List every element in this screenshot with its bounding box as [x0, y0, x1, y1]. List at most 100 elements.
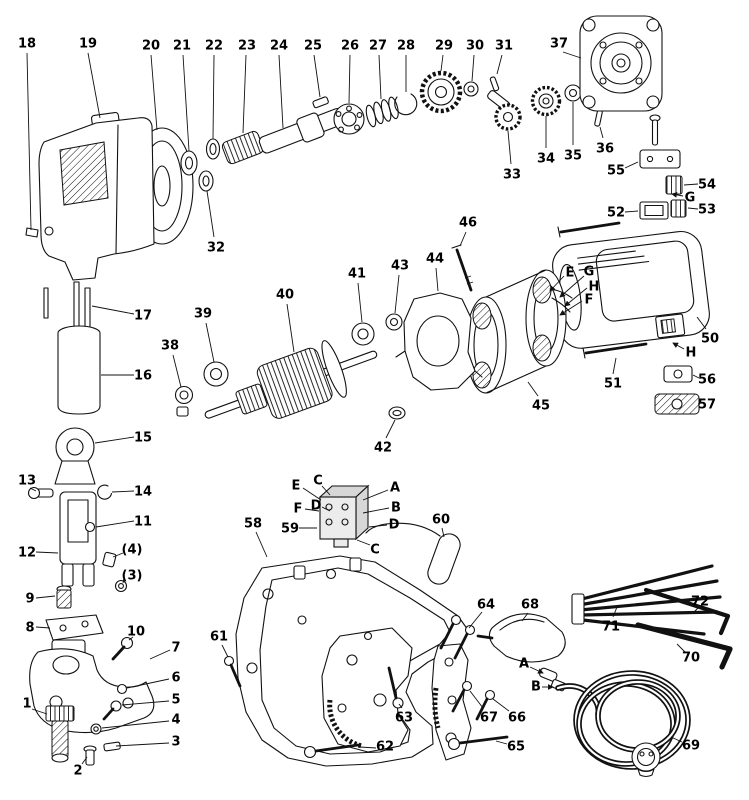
part-label-39: 39 — [194, 307, 212, 322]
leader-8 — [35, 626, 51, 629]
armature-fan — [321, 340, 347, 398]
pin-31 — [489, 76, 500, 92]
leader-E — [549, 275, 565, 292]
leader-65 — [495, 740, 508, 745]
bolt-64 — [450, 614, 462, 626]
part-label-54: 54 — [698, 178, 716, 193]
pivot-plate — [431, 643, 472, 761]
part-label-12: 12 — [18, 546, 36, 561]
washer-6 — [116, 683, 128, 695]
part-label-56: 56 — [698, 373, 716, 388]
leader-50 — [696, 316, 707, 330]
part-label-34: 34 — [537, 152, 555, 167]
bearing-41 — [351, 322, 375, 346]
part-label-36: 36 — [596, 142, 614, 157]
part-label-26: 26 — [341, 39, 359, 54]
part-label-38: 38 — [161, 339, 179, 354]
part-label-58: 58 — [244, 517, 262, 532]
leader-60 — [441, 527, 445, 538]
part-label-3: 3 — [171, 735, 180, 750]
leader-29 — [440, 54, 444, 72]
part-label-63: 63 — [395, 711, 413, 726]
leader-69 — [670, 736, 683, 743]
part-label-35: 35 — [564, 149, 582, 164]
leader-10 — [128, 636, 134, 641]
leader-21 — [182, 54, 190, 152]
lower-frame — [29, 639, 155, 766]
leader-46 — [459, 231, 467, 247]
leader-A — [362, 489, 389, 501]
part-label-22: 22 — [205, 39, 223, 54]
part-label-69: 69 — [682, 739, 700, 754]
leader-24 — [278, 54, 284, 129]
leader-40 — [286, 303, 295, 353]
part-label-C: C — [370, 543, 380, 558]
leader-12 — [35, 551, 59, 554]
long-screw-46 — [451, 244, 474, 292]
field-stator — [465, 269, 573, 394]
leader-66 — [492, 698, 510, 712]
part-label-21: 21 — [173, 39, 191, 54]
leader-H — [672, 342, 685, 350]
switch — [318, 484, 370, 548]
leader-3 — [115, 742, 170, 747]
motor-housing — [552, 230, 710, 349]
part-label-C: C — [313, 474, 323, 489]
part-label-71: 71 — [602, 620, 620, 635]
part-label-4: 4 — [171, 713, 180, 728]
bearing-35 — [564, 84, 582, 102]
gear-housing-frame — [235, 555, 469, 767]
gib-4 — [102, 551, 117, 568]
leader-E — [302, 487, 322, 501]
grip-knurl — [59, 141, 109, 206]
part-label-45: 45 — [532, 399, 550, 414]
part-label-F: F — [585, 293, 594, 308]
leader-2 — [81, 756, 88, 765]
leader-36 — [599, 126, 604, 139]
part-label-70: 70 — [682, 651, 700, 666]
part-label-H: H — [589, 280, 600, 295]
leader-53 — [687, 207, 699, 210]
part-label-19: 19 — [79, 37, 97, 52]
part-label-B: B — [531, 680, 541, 695]
switch-terminal — [341, 503, 349, 511]
leader-13 — [29, 487, 37, 492]
pin-11 — [84, 521, 96, 533]
part-label-1: 1 — [22, 697, 31, 712]
pin-36 — [594, 109, 603, 127]
leader-25 — [313, 54, 321, 98]
side-handle — [476, 613, 566, 692]
part-label-E: E — [566, 266, 575, 281]
leader-52 — [624, 210, 639, 213]
part-label-28: 28 — [397, 39, 415, 54]
screw-18 — [25, 227, 39, 238]
leader-37 — [562, 51, 582, 59]
key-25 — [312, 96, 329, 109]
leader-G — [559, 275, 585, 298]
hex-key-set — [571, 564, 733, 670]
spindle-gear-train — [180, 70, 603, 192]
leader-43 — [394, 274, 400, 314]
plate-55 — [639, 149, 681, 169]
part-label-68: 68 — [521, 598, 539, 613]
part-label-53: 53 — [698, 203, 716, 218]
part-label-43: 43 — [391, 259, 409, 274]
bearing-38 — [174, 385, 194, 405]
part-label-65: 65 — [507, 740, 525, 755]
part-label-E: E — [292, 479, 301, 494]
leader-32 — [206, 190, 215, 238]
leader-lines — [26, 51, 707, 765]
leader-H — [564, 287, 588, 307]
leader-61 — [221, 644, 229, 658]
leader-C — [356, 539, 371, 546]
leader-7 — [149, 649, 171, 660]
leader-26 — [348, 54, 351, 104]
part-label-32: 32 — [207, 241, 225, 256]
leader-30 — [471, 54, 475, 82]
leader-55 — [624, 161, 639, 169]
part-label-52: 52 — [607, 206, 625, 221]
bearing-39 — [203, 361, 229, 387]
leader-22 — [212, 54, 215, 140]
capacitor-wire — [365, 522, 441, 537]
